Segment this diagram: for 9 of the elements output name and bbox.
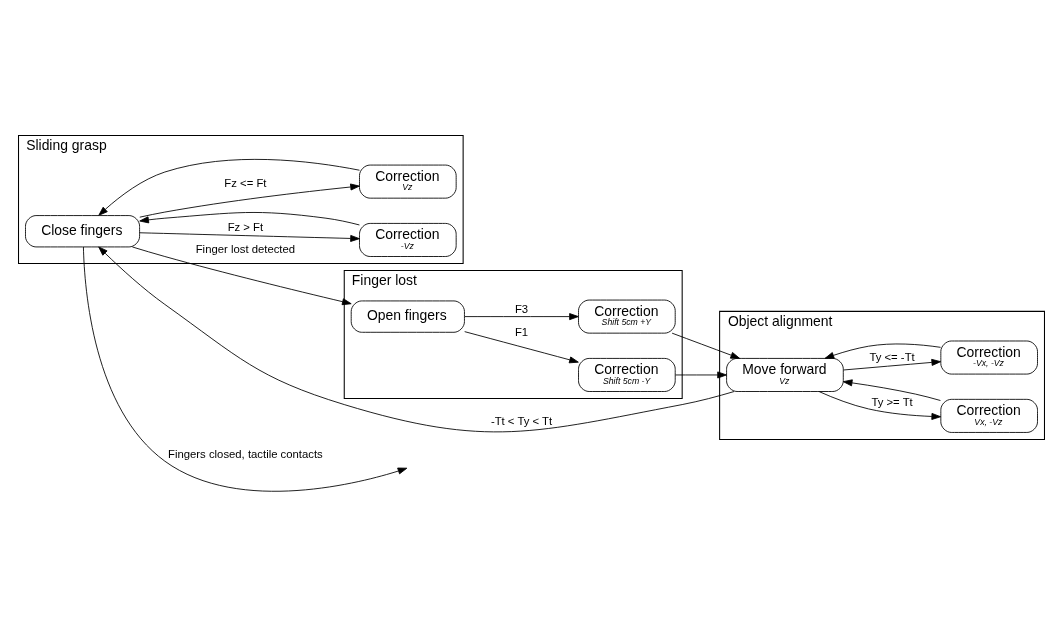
edge-label: Fingers closed, tactile contacts	[168, 448, 323, 461]
edge-label: Fz <= Ft	[224, 177, 267, 190]
edge-label: -Tt < Ty < Tt	[490, 414, 553, 427]
edge-label: Ty >= Tt	[871, 395, 913, 408]
edge-label: Fz > Ft	[227, 220, 264, 233]
edge-label: Finger lost detected	[195, 243, 296, 256]
edge-label: F1	[514, 326, 529, 339]
edge-label: Ty <= -Tt	[869, 351, 915, 364]
edge-label: F3	[514, 303, 529, 316]
